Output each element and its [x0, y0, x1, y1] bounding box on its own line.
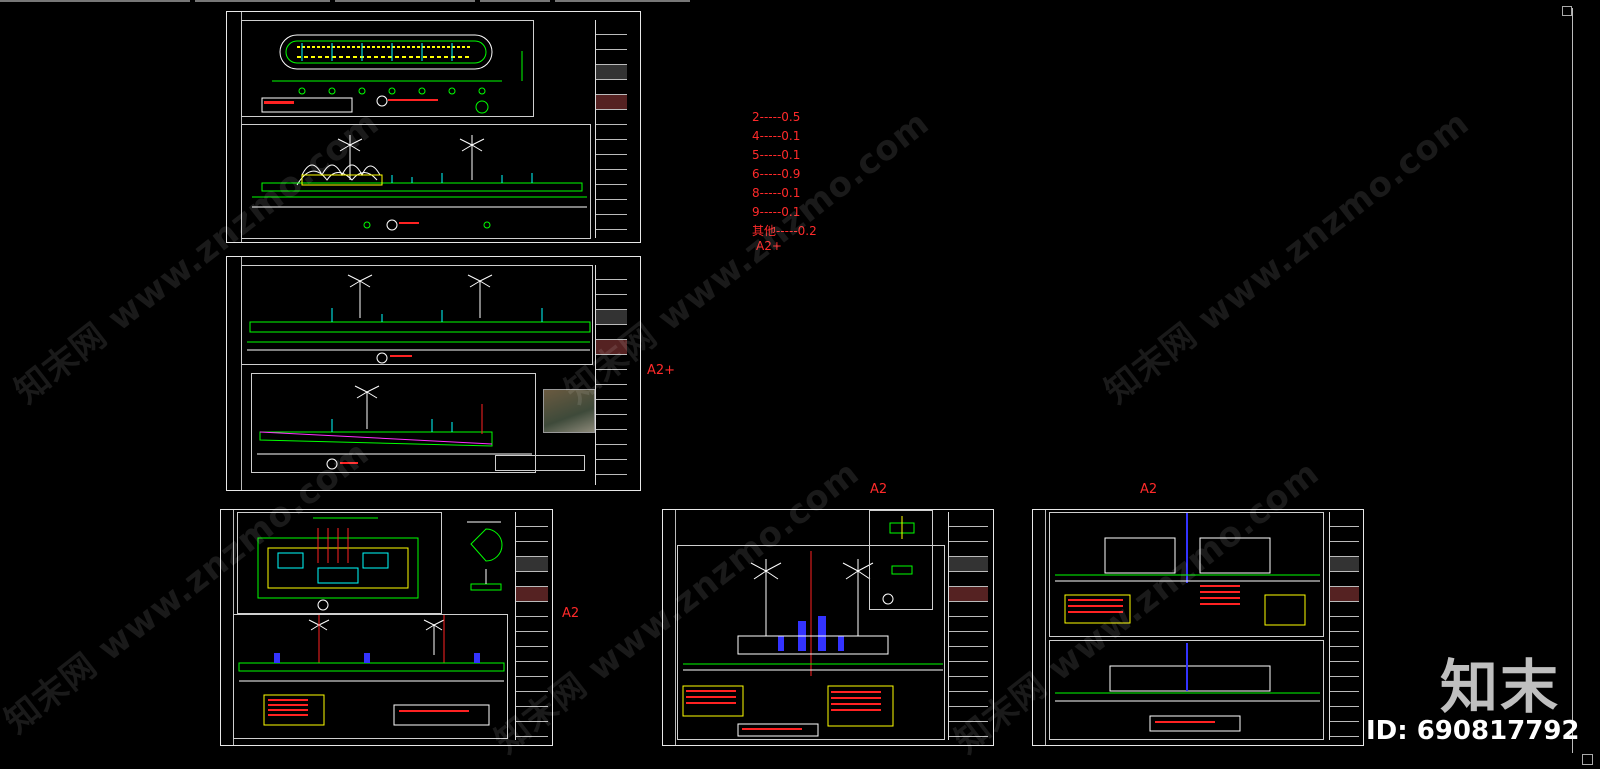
elevation-detail-frame [233, 614, 508, 739]
model-space-boundary [1572, 8, 1573, 753]
drawing-sheet-4[interactable] [662, 509, 994, 746]
section-frame-upper [1049, 512, 1324, 637]
drawing-sheet-1[interactable] [226, 11, 641, 243]
legend-line: 2-----0.5 [752, 110, 801, 124]
legend-line: A2+ [756, 239, 782, 253]
elevation-detail-drawing [238, 615, 505, 726]
section-drawing-lower [1055, 643, 1320, 732]
section-elevation-frame [677, 545, 945, 740]
title-block [1329, 512, 1359, 740]
legend-line: 5-----0.1 [752, 148, 801, 162]
elevation-view-frame [241, 124, 591, 239]
legend-line: 9-----0.1 [752, 205, 801, 219]
sheet-size-label-a2plus: A2+ [647, 363, 676, 378]
ucs-corner-marker [1582, 754, 1593, 765]
legend-line: 6-----0.9 [752, 167, 801, 181]
sheet-size-label-a2-mid: A2 [870, 482, 888, 497]
title-block [595, 20, 627, 238]
legend-line: 8-----0.1 [752, 186, 801, 200]
round-detail-drawing [467, 521, 503, 591]
plan-detail-frame [237, 512, 442, 614]
elevation-drawing-upper [247, 274, 591, 364]
elevation-view-frame-upper [241, 265, 593, 365]
sheet-size-label-a2-right: A2 [1140, 482, 1158, 497]
sheet-margin-strip [227, 257, 242, 490]
drawing-sheet-5[interactable] [1032, 509, 1364, 746]
brand-watermark-logo: 知末 [1439, 653, 1560, 721]
title-block [515, 512, 548, 740]
inset-detail-drawing [882, 516, 915, 605]
drawing-sheet-2[interactable] [226, 256, 641, 491]
title-block [595, 265, 627, 485]
section-elevation-drawing [682, 551, 943, 737]
watermark-text: 知末网 www.znzmo.com [1097, 102, 1477, 412]
section-drawing-upper [1055, 513, 1320, 626]
fountain-plan-drawing [261, 34, 523, 114]
boundary-corner-marker [1562, 6, 1572, 16]
elevation-drawing [252, 135, 587, 231]
sheet-margin-strip [663, 510, 676, 745]
section-drawing [257, 385, 532, 470]
line-weight-legend: 2-----0.5 4-----0.1 5-----0.1 6-----0.9 … [752, 108, 817, 256]
inset-detail-frame [869, 510, 933, 610]
photo-reference-image[interactable] [543, 389, 595, 433]
legend-line: 其他-----0.2 [752, 224, 817, 238]
legend-line: 4-----0.1 [752, 129, 801, 143]
viewport-top-strip [0, 0, 1600, 3]
plan-detail-drawing [257, 517, 419, 611]
sheet-margin-strip [1033, 510, 1046, 745]
section-frame-lower [1049, 640, 1324, 740]
drawing-sheet-3[interactable] [220, 509, 553, 746]
sheet-size-label-a2-left: A2 [562, 606, 580, 621]
resource-id-label: ID: 690817792 [1366, 716, 1580, 746]
notes-box [495, 455, 585, 471]
plan-view-frame [241, 20, 534, 117]
section-view-frame [251, 373, 536, 473]
title-block [948, 512, 988, 740]
